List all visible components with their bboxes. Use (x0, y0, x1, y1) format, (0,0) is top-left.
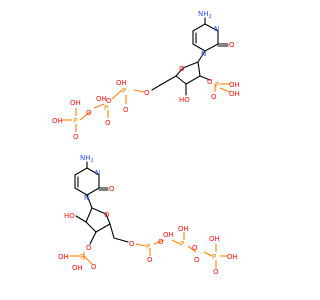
phosphate-3-p: P (80, 253, 84, 261)
phosphate-5-p2-oh: OH (96, 95, 107, 103)
phosphate-5-p1: P (146, 243, 150, 251)
phosphate-5-p3-o: O (73, 133, 79, 141)
phosphate-2-oh2: OH (229, 90, 240, 98)
phosphate-5-p1: P (122, 87, 126, 95)
bond (135, 243, 147, 247)
sugar-oh-label: HO (179, 96, 190, 104)
phosphate-3-link-o: O (86, 244, 92, 252)
molecule-top: NH2 N N O O HO O P OH OH O O P OH O O P … (52, 10, 240, 141)
bond (192, 23, 206, 32)
bond (86, 187, 100, 196)
bond (171, 239, 181, 245)
bond (187, 245, 197, 253)
phosphate-5-p3-oh1: OH (209, 235, 220, 243)
phosphate-5-p2: P (104, 104, 108, 112)
phosphate-5-p2: P (180, 240, 184, 248)
ring-n3-label: N (95, 169, 100, 177)
bond (79, 111, 91, 121)
bond (93, 103, 105, 109)
phosphate-5-p1-oh: OH (116, 79, 127, 87)
carbonyl-o-label: O (229, 41, 235, 49)
phosphate-5-p3-oh2: OH (227, 253, 238, 261)
phosphate-5-p1-o: O (123, 106, 129, 114)
bond (175, 67, 184, 77)
bond (74, 187, 88, 196)
phosphate-5-bridge1: O (106, 97, 112, 105)
phosphate-5-p3-oh2: OH (52, 117, 63, 125)
bond (95, 223, 111, 233)
phosphate-3-oh1: OH (58, 253, 69, 261)
phosphate-2-oh1: OH (229, 81, 240, 89)
phosphate-2-p: P (215, 81, 219, 89)
phosphate-5-p3: P (212, 253, 216, 261)
bond (91, 207, 107, 215)
phosphate-5-p3: P (73, 117, 77, 125)
bond (75, 215, 87, 223)
phosphate-5-bridge2: O (192, 244, 198, 252)
phosphate-3-oh2: OH (72, 264, 83, 272)
bond (203, 251, 213, 257)
bond (83, 255, 93, 265)
phosphate-5-bridge2: O (86, 109, 92, 117)
bond (133, 89, 145, 93)
amine-label: NH2 (80, 154, 94, 164)
structure-canvas: NH2 N N O O HO O P OH OH O O P OH O O P … (52, 10, 240, 276)
bond (197, 50, 206, 63)
molecule-bottom: NH2 N N O O HO O P OH OH O O P O O OH P … (58, 154, 238, 276)
bond (175, 75, 187, 85)
chemical-structure-drawing: NH2 N N O O HO O P OH OH O O P OH O O P … (52, 10, 240, 276)
ring-n3-label: N (214, 25, 219, 33)
phosphate-5-p3-oh1: OH (70, 99, 81, 107)
phosphate-5-p2-o: O (194, 256, 200, 264)
bond (85, 207, 93, 223)
phosphate-5-p1-o: O (147, 256, 153, 264)
bond (161, 75, 177, 85)
bond (86, 167, 100, 176)
bond (113, 237, 129, 243)
phosphate-5-p3-o: O (213, 268, 219, 276)
phosphate-5-p1-oh: OH (163, 231, 174, 239)
phosphate-5-link-o: O (144, 89, 150, 97)
ring-n1-label: N (84, 194, 89, 202)
bond (182, 61, 199, 69)
bond (192, 43, 206, 52)
phosphate-5-p2-oh: OH (178, 225, 189, 233)
bond (197, 61, 201, 77)
bond (86, 194, 93, 209)
bond (185, 75, 201, 85)
bond (151, 83, 163, 91)
bond (204, 43, 219, 52)
phosphate-5-bridge1: O (158, 238, 164, 246)
phosphate-3-o-dbl: O (91, 263, 97, 271)
phosphate-2-o-dbl: O (211, 93, 217, 101)
amine-label: NH2 (198, 10, 212, 20)
phosphate-2-link-o: O (207, 78, 213, 86)
bond (89, 231, 97, 245)
ring-n1-label: N (201, 50, 206, 58)
sugar-ring-o-label: O (104, 211, 110, 219)
bond (219, 87, 231, 93)
bond (111, 89, 123, 100)
sugar-oh-label: HO (64, 212, 75, 220)
carbonyl-o-label: O (109, 185, 115, 193)
bond (109, 223, 115, 239)
bond (199, 75, 211, 81)
phosphate-5-link-o: O (129, 240, 135, 248)
bond (85, 221, 97, 233)
bond (74, 167, 88, 176)
bond (105, 213, 111, 225)
phosphate-5-p2-o: O (105, 119, 111, 127)
sugar-ring-o-label: O (179, 65, 185, 73)
bond (204, 23, 219, 32)
bond (153, 239, 165, 245)
